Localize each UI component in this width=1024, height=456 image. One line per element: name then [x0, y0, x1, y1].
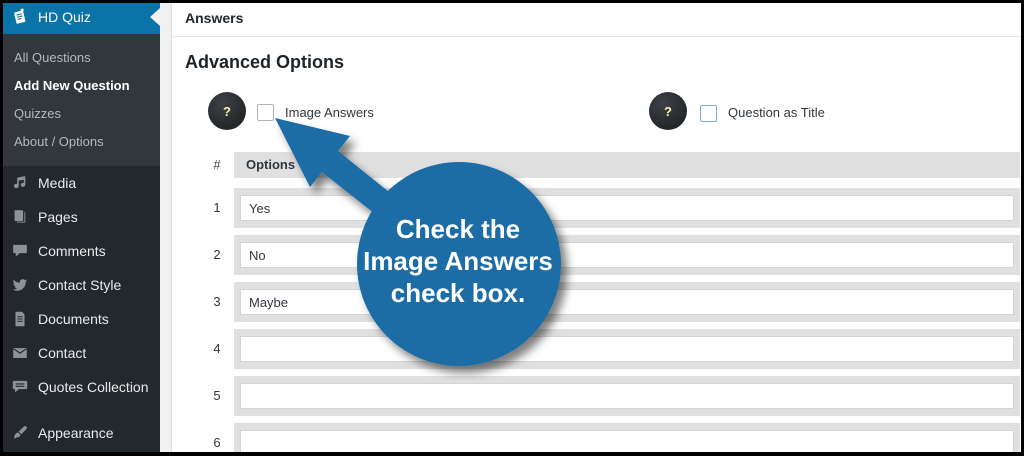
answer-row: 3: [172, 282, 1024, 322]
sidebar-header-label: HD Quiz: [38, 9, 91, 25]
advanced-options-heading: Advanced Options: [185, 52, 345, 72]
answer-row: 5: [172, 376, 1024, 416]
image-answers-help-button[interactable]: ?: [208, 92, 246, 130]
answer-row-number: 5: [213, 388, 221, 403]
current-menu-notch: [150, 8, 160, 26]
brush-icon: [11, 424, 29, 442]
answer-option-input[interactable]: [240, 430, 1014, 456]
sidebar-item-contact-style[interactable]: Contact Style: [0, 268, 160, 302]
sidebar-item-media[interactable]: Media: [0, 166, 160, 200]
sidebar-item-pages[interactable]: Pages: [0, 200, 160, 234]
answer-row-number: 1: [213, 200, 221, 215]
sidebar-item-comments[interactable]: Comments: [0, 234, 160, 268]
quiz-icon: [11, 8, 29, 26]
answer-option-input[interactable]: [240, 195, 1014, 221]
sidebar-submenu-item-about-options[interactable]: About / Options: [14, 134, 104, 149]
answers-table-header: # Options: [172, 152, 1024, 178]
panel-title: Answers: [185, 10, 244, 26]
answer-row: 6: [172, 423, 1024, 456]
sidebar-submenu-item-add-new-question[interactable]: Add New Question: [14, 78, 130, 93]
image-answers-checkbox[interactable]: [257, 104, 274, 121]
answers-table: # Options 1 2 3 4 5 6: [172, 152, 1024, 456]
answer-row-number: 4: [213, 341, 221, 356]
sidebar-submenu-item-all-questions[interactable]: All Questions: [14, 50, 91, 65]
question-as-title-help-button[interactable]: ?: [649, 92, 687, 130]
answer-option-input[interactable]: [240, 336, 1014, 362]
twitter-icon: [11, 276, 29, 294]
envelope-icon: [11, 344, 29, 362]
sidebar-item-contact[interactable]: Contact: [0, 336, 160, 370]
answer-row-number: 3: [213, 294, 221, 309]
sidebar-item-appearance[interactable]: Appearance: [0, 416, 160, 450]
answer-row: 1: [172, 188, 1024, 228]
comments-icon: [11, 242, 29, 260]
answer-row: 2: [172, 235, 1024, 275]
answer-option-input[interactable]: [240, 242, 1014, 268]
document-icon: [11, 310, 29, 328]
question-mark-icon: ?: [664, 103, 672, 119]
answer-row-number: 2: [213, 247, 221, 262]
media-icon: [11, 174, 29, 192]
question-as-title-checkbox[interactable]: [700, 105, 717, 122]
quote-bubble-icon: [11, 378, 29, 396]
sidebar-submenu-item-quizzes[interactable]: Quizzes: [14, 106, 61, 121]
answer-row-number: 6: [213, 435, 221, 450]
question-as-title-label[interactable]: Question as Title: [728, 105, 825, 120]
answer-option-input[interactable]: [240, 289, 1014, 315]
answers-table-rows: 1 2 3 4 5 6: [172, 188, 1024, 456]
column-header-options: Options: [234, 152, 1020, 178]
sidebar-item-hd-quiz[interactable]: HD Quiz: [0, 0, 160, 34]
answers-panel: Answers Advanced Options ? Image Answers…: [171, 0, 1024, 456]
admin-content-area: Answers Advanced Options ? Image Answers…: [160, 0, 1024, 456]
answer-option-input[interactable]: [240, 383, 1014, 409]
admin-menu: Media Pages Comments Contact Style Docum…: [0, 166, 160, 450]
sidebar-item-documents[interactable]: Documents: [0, 302, 160, 336]
column-header-number: #: [213, 157, 221, 172]
image-answers-label[interactable]: Image Answers: [285, 105, 374, 120]
question-mark-icon: ?: [223, 103, 231, 119]
sidebar-item-quotes-collection[interactable]: Quotes Collection: [0, 370, 160, 404]
pages-icon: [11, 208, 29, 226]
answers-panel-header: Answers: [172, 0, 1024, 37]
answer-row: 4: [172, 329, 1024, 369]
